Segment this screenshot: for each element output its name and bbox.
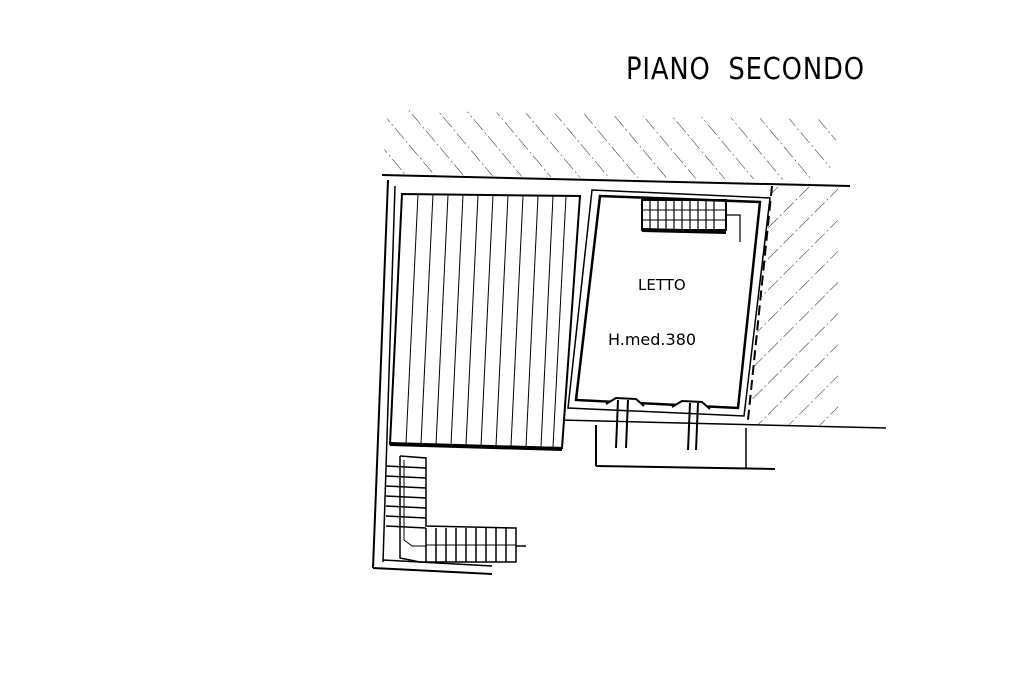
stair-top: [641, 199, 741, 242]
room-height: H.med.380: [608, 330, 696, 349]
hatched-area-right: [748, 185, 838, 425]
striped-block: [388, 192, 582, 451]
room-name: LETTO: [638, 276, 686, 294]
floor-title: PIANO SECONDO: [626, 52, 865, 87]
hatched-area-top: [382, 110, 840, 180]
stair-bottom: [385, 455, 526, 563]
outer-walls: [372, 174, 887, 575]
dashed-wall: [747, 185, 773, 421]
